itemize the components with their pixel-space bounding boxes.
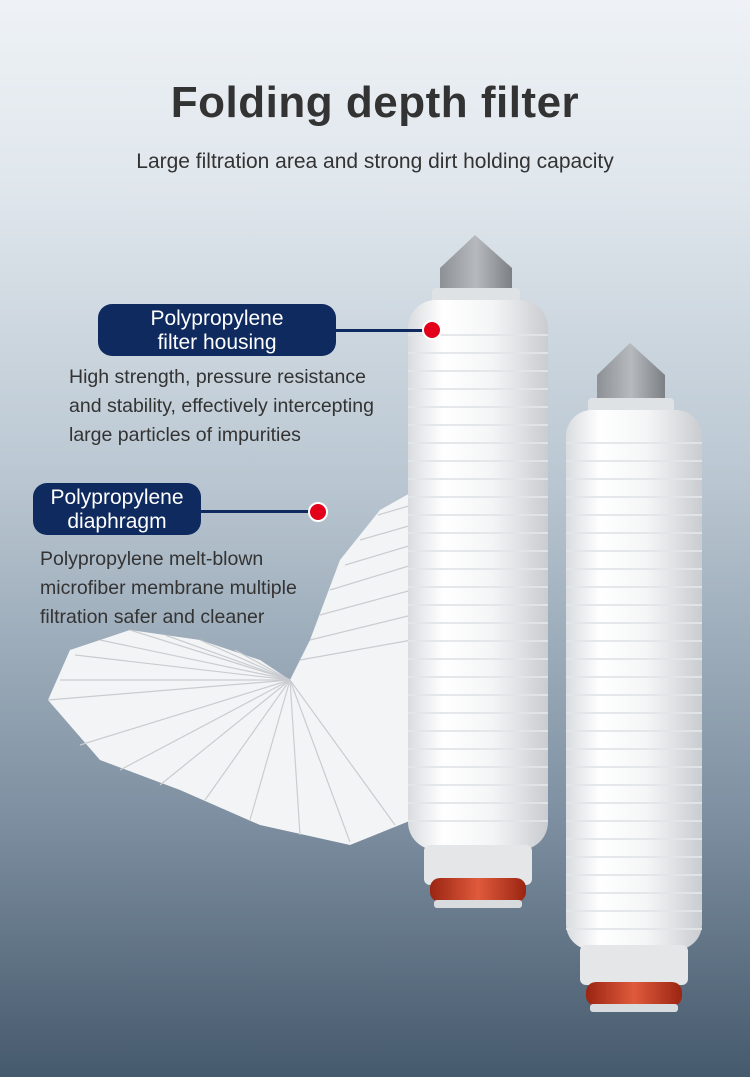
diaphragm-description-line: filtration safer and cleaner bbox=[40, 606, 265, 628]
filter-cartridge-rear-image bbox=[566, 343, 702, 1012]
housing-description-line: High strength, pressure resistance bbox=[69, 366, 366, 388]
diaphragm-label-line2: diaphragm bbox=[67, 510, 167, 533]
housing-label-line2: filter housing bbox=[157, 331, 277, 354]
filter-cartridge-front-image bbox=[408, 235, 548, 908]
pleated-membrane-image bbox=[47, 492, 413, 845]
housing-label-line1: Polypropylene bbox=[150, 307, 284, 330]
diaphragm-label-line1: Polypropylene bbox=[50, 486, 184, 509]
page-title: Folding depth filter bbox=[170, 78, 580, 127]
diaphragm-marker-dot bbox=[308, 502, 328, 522]
housing-label-badge: Polypropylene filter housing bbox=[98, 304, 336, 356]
diaphragm-connector-line bbox=[201, 510, 313, 513]
housing-marker-dot bbox=[422, 320, 442, 340]
page-subtitle: Large filtration area and strong dirt ho… bbox=[136, 150, 614, 173]
diaphragm-description-line: Polypropylene melt-blown bbox=[40, 548, 264, 570]
diaphragm-description: Polypropylene melt-blown microfiber memb… bbox=[40, 545, 297, 632]
diaphragm-description-line: microfiber membrane multiple bbox=[40, 577, 297, 599]
housing-connector-line bbox=[336, 329, 426, 332]
housing-description: High strength, pressure resistance and s… bbox=[69, 363, 374, 450]
housing-description-line: and stability, effectively intercepting bbox=[69, 395, 374, 417]
diaphragm-label-badge: Polypropylene diaphragm bbox=[33, 483, 201, 535]
housing-description-line: large particles of impurities bbox=[69, 424, 301, 446]
